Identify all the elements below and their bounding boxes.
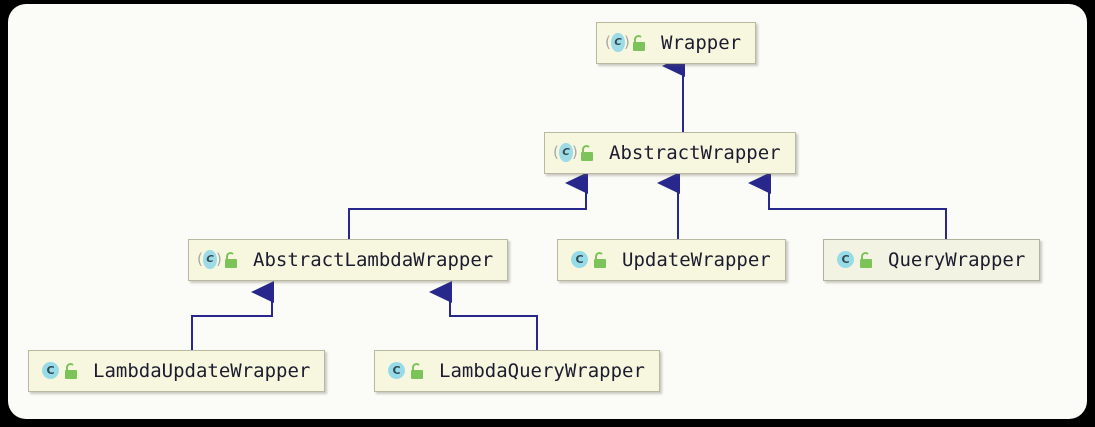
- class-icon: C: [384, 360, 406, 382]
- open-padlock-icon: [858, 251, 874, 269]
- class-node-label: LambdaUpdateWrapper: [93, 360, 311, 382]
- class-node-lambdaquerywrapper[interactable]: C LambdaQueryWrapper: [374, 350, 660, 392]
- edge-abstractlambdawrapper-to-abstractwrapper: [348, 172, 588, 239]
- edge-lambdaquerywrapper-to-abstractlambdawrapper: [429, 281, 538, 350]
- class-node-abstractlambdawrapper[interactable]: ( C ) AbstractLambdaWrapper: [188, 239, 509, 281]
- class-node-querywrapper[interactable]: C QueryWrapper: [823, 239, 1041, 281]
- class-node-label: AbstractLambdaWrapper: [253, 249, 494, 271]
- class-node-label: LambdaQueryWrapper: [439, 360, 645, 382]
- class-diagram-panel[interactable]: ( C ) Wrapper ( C ) AbstractWrapper: [8, 4, 1087, 419]
- edge-querywrapper-to-abstractwrapper: [748, 172, 947, 239]
- open-padlock-icon: [63, 362, 79, 380]
- class-node-lambdaupdatewrapper[interactable]: C LambdaUpdateWrapper: [28, 350, 326, 392]
- class-icon: C: [567, 249, 589, 271]
- open-padlock-icon: [223, 251, 239, 269]
- class-node-wrapper[interactable]: ( C ) Wrapper: [596, 22, 757, 64]
- class-node-label: UpdateWrapper: [622, 249, 771, 271]
- nodes-layer: ( C ) Wrapper ( C ) AbstractWrapper: [8, 4, 1087, 419]
- abstract-class-icon: ( C ): [605, 33, 630, 52]
- class-icon: C: [833, 249, 855, 271]
- open-padlock-icon: [592, 251, 608, 269]
- class-icon: C: [38, 360, 60, 382]
- class-node-abstractwrapper[interactable]: ( C ) AbstractWrapper: [544, 132, 796, 174]
- class-node-updatewrapper[interactable]: C UpdateWrapper: [557, 239, 786, 281]
- edges-layer: [191, 55, 947, 350]
- abstract-class-icon: ( C ): [197, 250, 222, 269]
- abstract-class-icon: ( C ): [553, 143, 578, 162]
- open-padlock-icon: [409, 362, 425, 380]
- class-node-label: AbstractWrapper: [609, 142, 781, 164]
- open-padlock-icon: [579, 144, 595, 162]
- class-node-label: QueryWrapper: [888, 249, 1026, 271]
- edge-lambdaupdatewrapper-to-abstractlambdawrapper: [191, 281, 274, 350]
- open-padlock-icon: [631, 34, 647, 52]
- class-node-label: Wrapper: [661, 32, 742, 54]
